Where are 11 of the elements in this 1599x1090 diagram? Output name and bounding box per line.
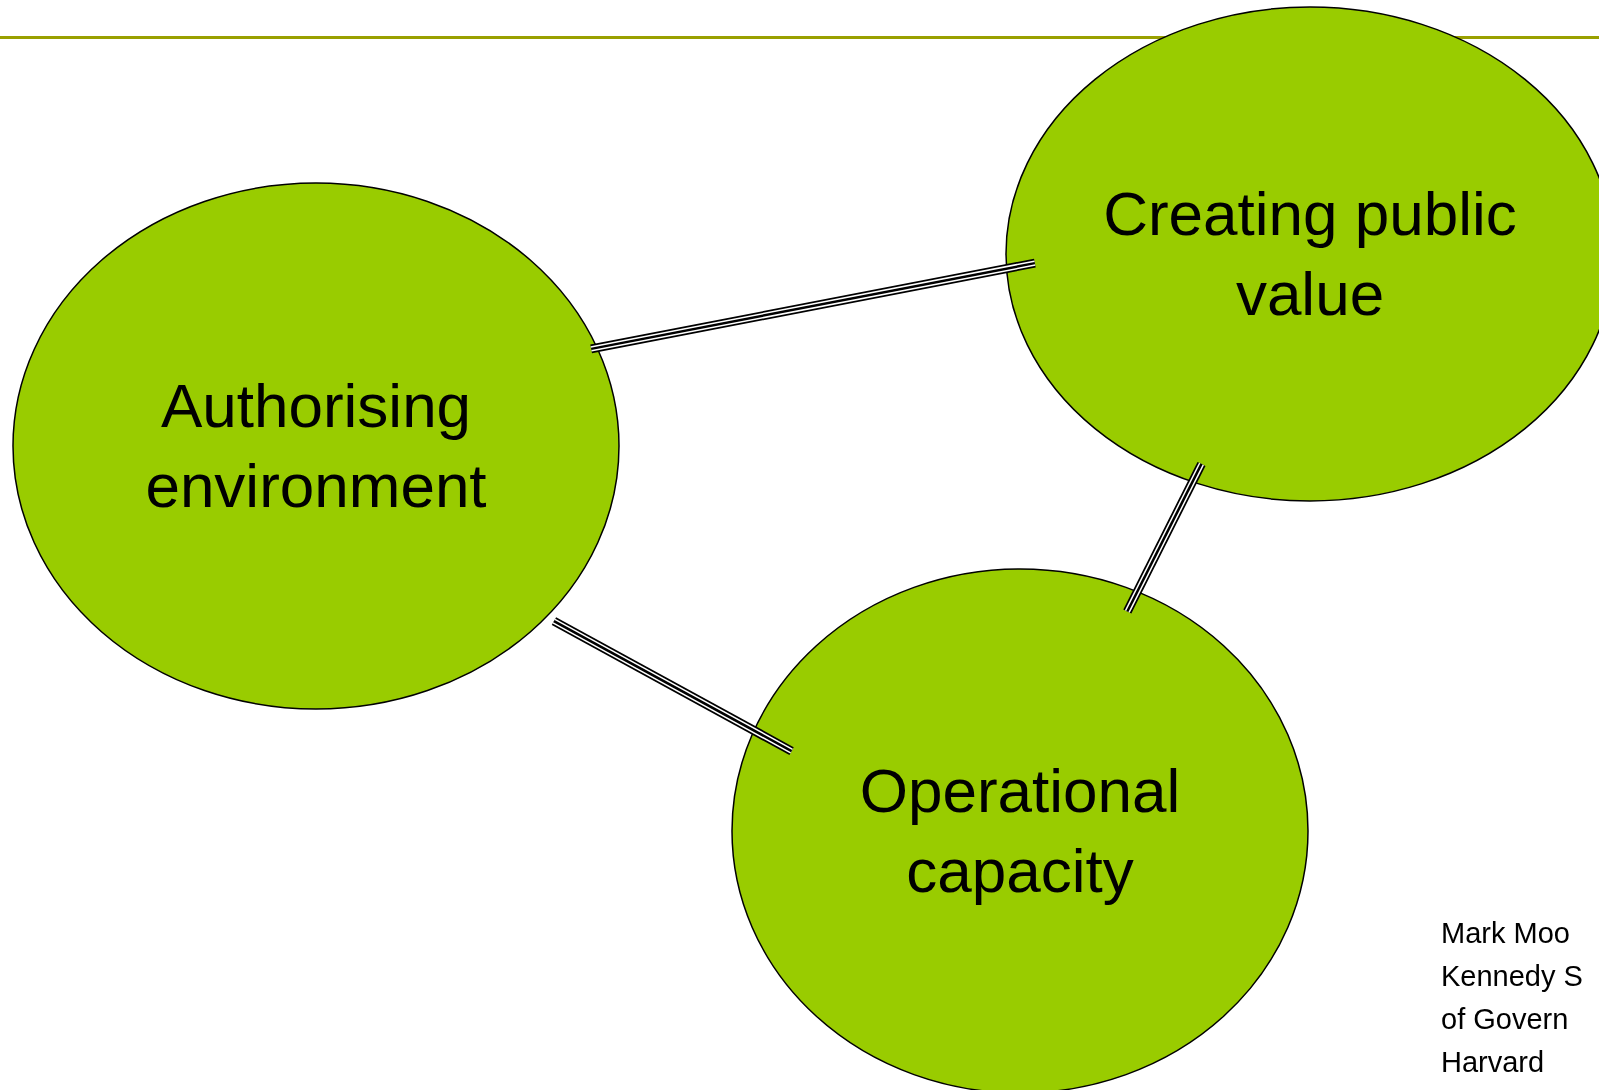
node-label: Creating public value [1102, 178, 1518, 330]
credit-text: Mark Moo [1441, 916, 1571, 951]
credit-text: of Govern [1441, 1002, 1570, 1037]
node-label: Authorising environment [144, 370, 488, 522]
triple-line-connector [590, 258, 1036, 354]
credit-text: Harvard [1441, 1045, 1546, 1080]
node-label: Operational capacity [858, 755, 1182, 907]
ellipse-node [12, 182, 620, 710]
triple-line-connector [1123, 461, 1206, 614]
triple-line-connector [551, 617, 794, 756]
credit-text: Kennedy S [1441, 959, 1583, 994]
